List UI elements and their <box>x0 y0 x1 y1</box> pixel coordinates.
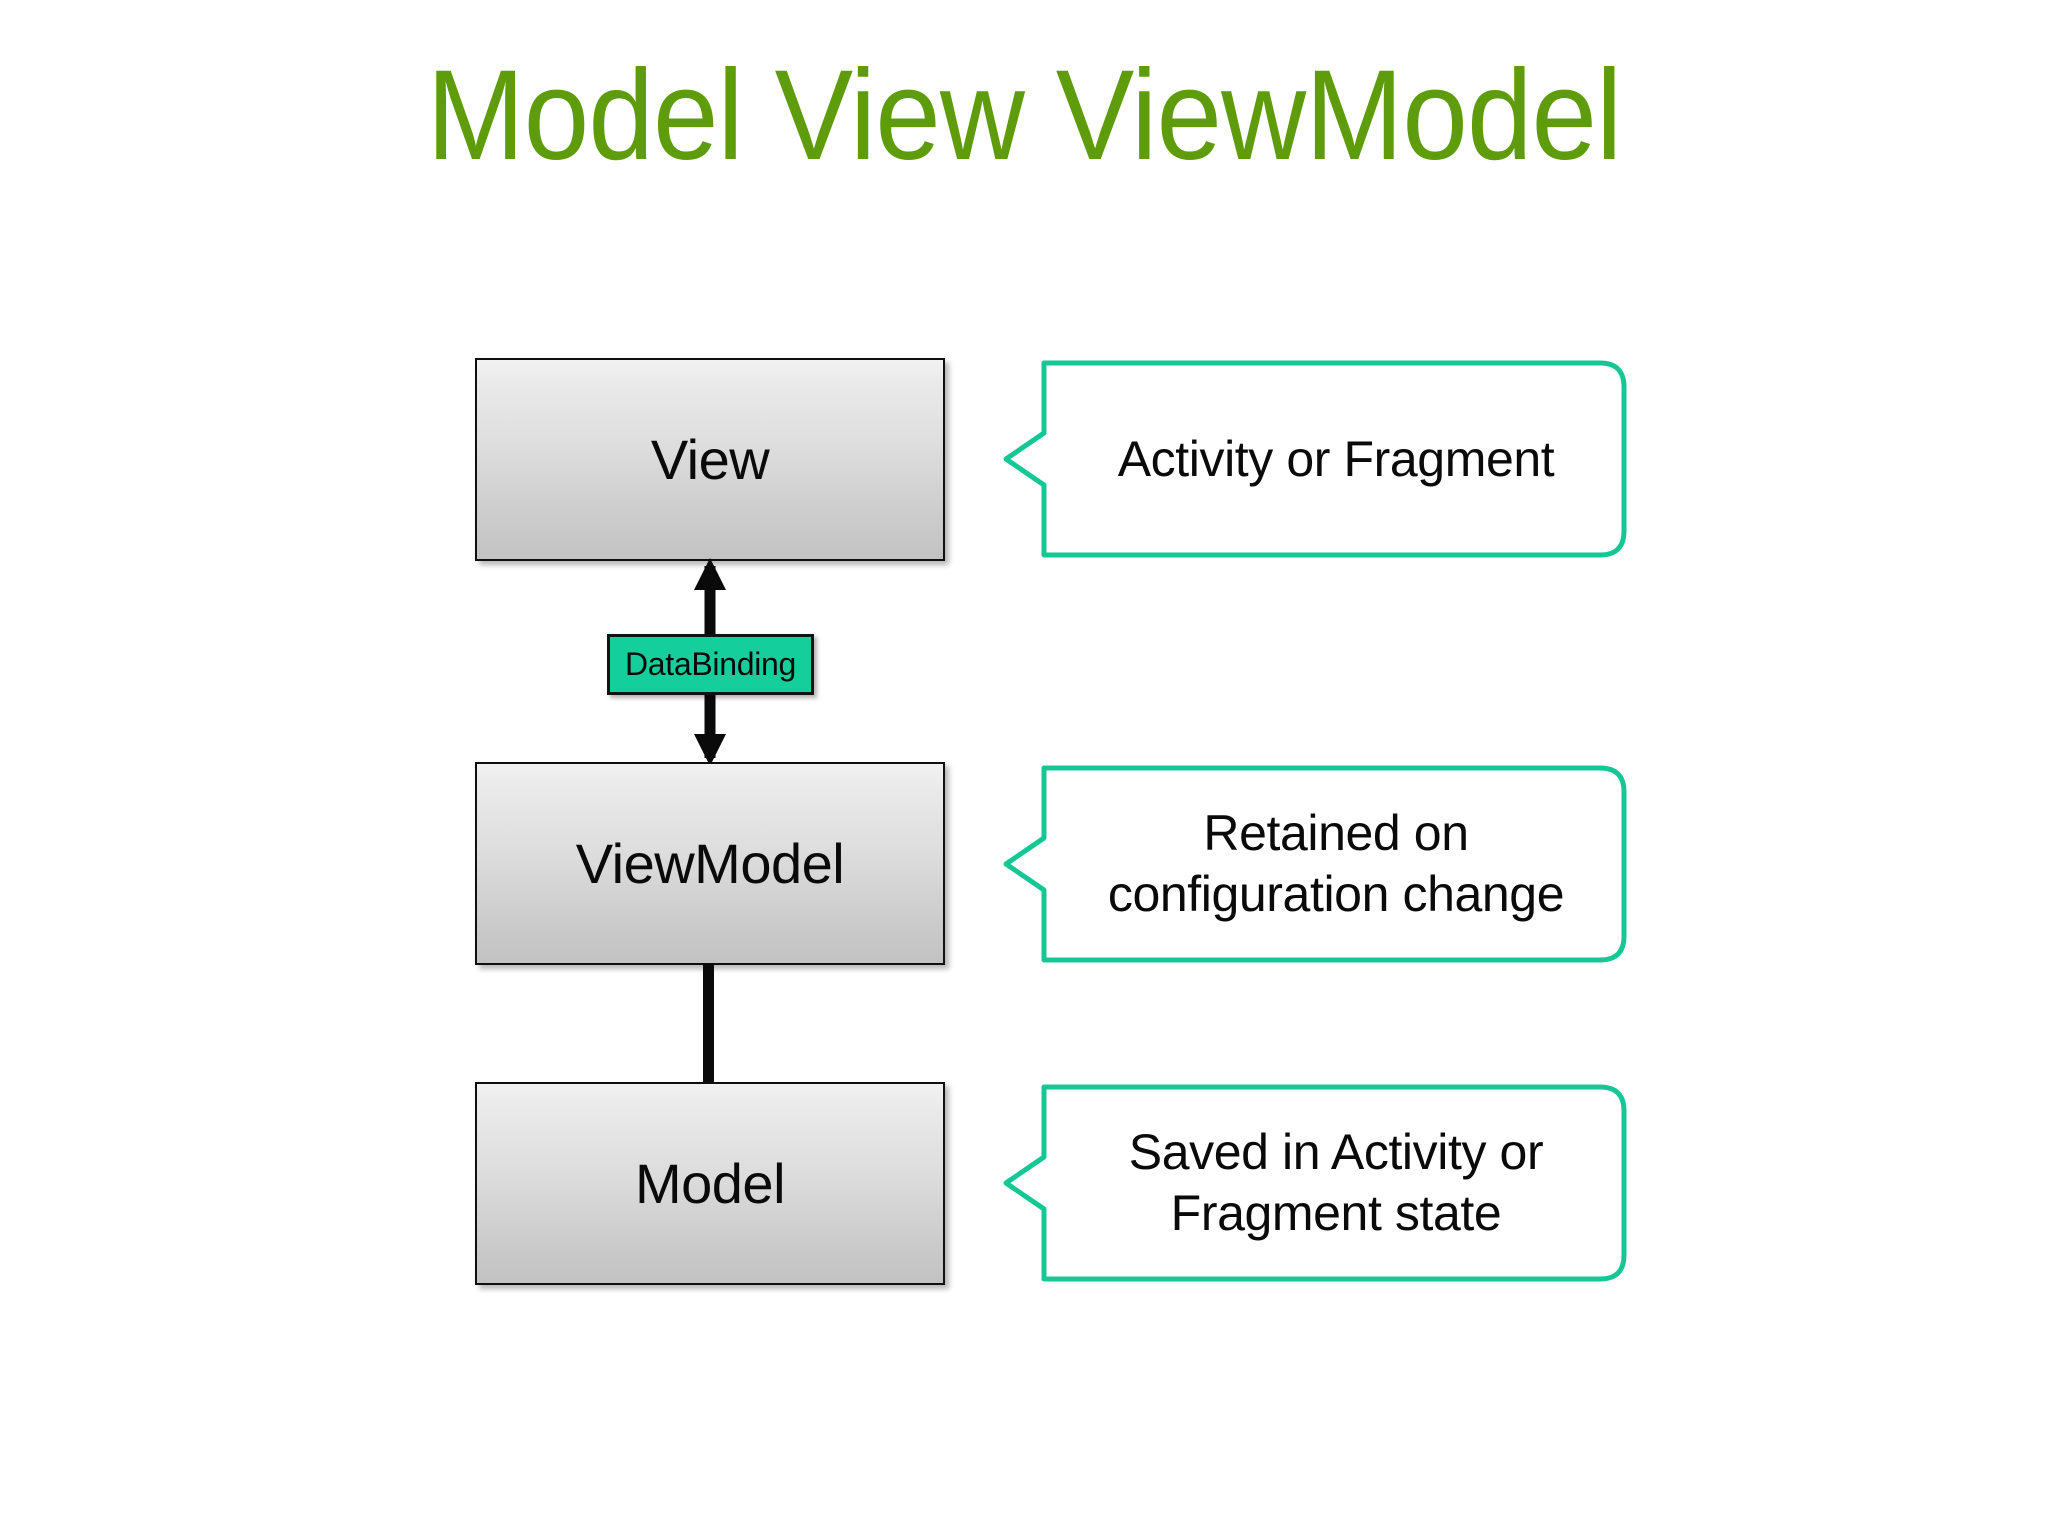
node-label-model: Model <box>634 1152 786 1215</box>
connector-viewmodel-model <box>703 963 714 1084</box>
callout-model-text: Saved in Activity or Fragment state <box>1045 1083 1627 1283</box>
databinding-chip-label: DataBinding <box>624 646 797 682</box>
node-label-viewmodel: ViewModel <box>575 832 845 895</box>
page-title: Model View ViewModel <box>426 44 1623 187</box>
connector-label-databinding[interactable]: DataBinding <box>607 634 814 695</box>
callout-view-line1: Activity or Fragment <box>1117 430 1555 487</box>
node-box-viewmodel[interactable]: ViewModel <box>475 762 945 965</box>
callout-viewmodel-line1: Retained on <box>1203 805 1469 861</box>
callout-bubble-shape <box>1003 765 1627 963</box>
callout-view-text: Activity or Fragment <box>1045 359 1627 559</box>
callout-bubble-shape <box>1003 1084 1627 1282</box>
node-box-model[interactable]: Model <box>475 1082 945 1285</box>
callout-viewmodel-text: Retained on configuration change <box>1045 764 1627 964</box>
callout-model-line1: Saved in Activity or <box>1128 1124 1544 1180</box>
callout-viewmodel[interactable]: Retained on configuration change <box>1003 764 1628 964</box>
node-label-view: View <box>650 428 770 491</box>
callout-viewmodel-line2: configuration change <box>1107 866 1565 922</box>
callout-model-line2: Fragment state <box>1170 1185 1502 1241</box>
callout-view[interactable]: Activity or Fragment <box>1003 359 1628 559</box>
callout-model[interactable]: Saved in Activity or Fragment state <box>1003 1083 1628 1283</box>
callout-bubble-shape <box>1003 360 1627 558</box>
node-box-view[interactable]: View <box>475 358 945 561</box>
